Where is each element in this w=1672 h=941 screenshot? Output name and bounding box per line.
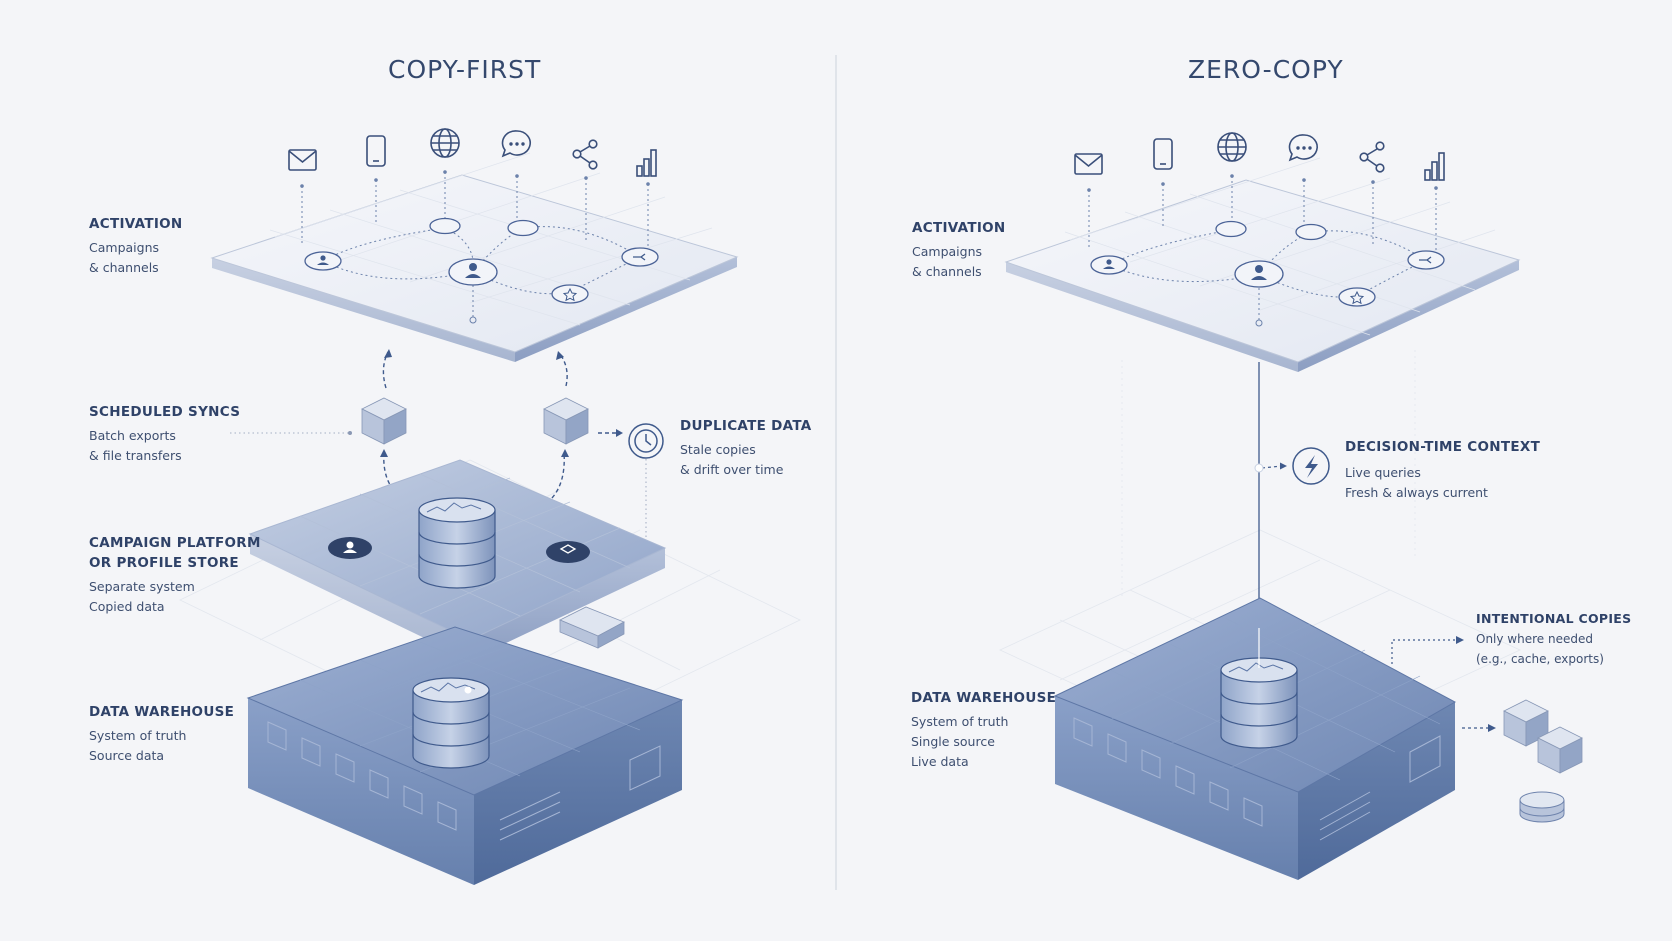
- left-syncs-line1: Batch exports: [89, 428, 176, 443]
- right-live-query-line: [1254, 362, 1330, 632]
- left-node-group: [429, 217, 461, 235]
- left-syncs-heading: SCHEDULED SYNCS: [89, 404, 241, 420]
- left-syncs-label: SCHEDULED SYNCS Batch exports & file tra…: [89, 402, 240, 466]
- right-warehouse-label: DATA WAREHOUSE System of truth Single so…: [911, 688, 1056, 772]
- right-activation-line1: Campaigns: [912, 244, 983, 259]
- right-channel-icons: [1074, 132, 1445, 181]
- right-activation-heading: ACTIVATION: [912, 220, 1006, 236]
- right-node-star: [1338, 287, 1376, 307]
- left-warehouse-line2: Source data: [89, 748, 165, 763]
- left-node-route: [507, 219, 539, 237]
- email-icon: [288, 149, 317, 171]
- left-campaign-heading1: CAMPAIGN PLATFORM: [89, 535, 261, 551]
- bar-chart-icon: [636, 149, 657, 177]
- right-activation-slab: [1004, 157, 1521, 372]
- left-campaign-line1: Separate system: [89, 579, 195, 594]
- left-warehouse-line1: System of truth: [89, 728, 187, 743]
- left-duplicate-line1: Stale copies: [680, 442, 756, 457]
- left-duplicate-heading: DUPLICATE DATA: [680, 418, 812, 434]
- left-syncs-line2: & file transfers: [89, 448, 182, 463]
- right-node-group: [1215, 220, 1247, 238]
- left-node-user: [304, 251, 342, 271]
- right-activation-label: ACTIVATION Campaigns & channels: [912, 218, 1006, 282]
- right-node-user: [1090, 255, 1128, 275]
- right-title: ZERO-COPY: [1188, 55, 1344, 84]
- clock-icon: [628, 423, 664, 459]
- right-warehouse-line2: Single source: [911, 734, 995, 749]
- right-decision-heading: DECISION-TIME CONTEXT: [1345, 439, 1541, 455]
- right-decision-line1: Live queries: [1345, 465, 1421, 480]
- right-intentional-line1: Only where needed: [1476, 632, 1593, 646]
- right-decision-line2: Fresh & always current: [1345, 485, 1488, 500]
- left-activation-line2: & channels: [89, 260, 159, 275]
- right-warehouse-line3: Live data: [911, 754, 969, 769]
- lightning-icon: [1292, 447, 1330, 485]
- globe-icon: [430, 128, 460, 158]
- left-activation-line1: Campaigns: [89, 240, 160, 255]
- left-title: COPY-FIRST: [388, 55, 542, 84]
- left-campaign-label: CAMPAIGN PLATFORM OR PROFILE STORE Separ…: [89, 533, 261, 617]
- right-intentional-copies: [1391, 636, 1583, 823]
- left-warehouse-label: DATA WAREHOUSE System of truth Source da…: [89, 702, 234, 766]
- left-duplicate-label: DUPLICATE DATA Stale copies & drift over…: [680, 416, 812, 480]
- right-activation-line2: & channels: [912, 264, 982, 279]
- globe-icon: [1217, 132, 1247, 162]
- left-channel-icons: [288, 128, 657, 177]
- left-duplicate-line2: & drift over time: [680, 462, 784, 477]
- right-warehouse-line1: System of truth: [911, 714, 1009, 729]
- left-campaign-heading2: OR PROFILE STORE: [89, 555, 239, 571]
- mobile-icon: [1153, 138, 1173, 170]
- cache-disk: [1519, 791, 1565, 823]
- right-decision-label: DECISION-TIME CONTEXT Live queries Fresh…: [1345, 437, 1540, 503]
- left-warehouse-heading: DATA WAREHOUSE: [89, 704, 235, 720]
- right-intentional-line2: (e.g., cache, exports): [1476, 652, 1604, 666]
- right-node-route: [1295, 223, 1327, 241]
- right-intentional-heading: INTENTIONAL COPIES: [1476, 611, 1632, 626]
- share-icon: [572, 139, 598, 170]
- right-intentional-label: INTENTIONAL COPIES Only where needed (e.…: [1476, 609, 1631, 669]
- left-campaign-line2: Copied data: [89, 599, 165, 614]
- left-node-hub: [448, 258, 498, 286]
- share-icon: [1359, 141, 1385, 173]
- left-sync-flows: [230, 349, 664, 550]
- left-activation-heading: ACTIVATION: [89, 216, 183, 232]
- left-data-warehouse: [246, 626, 684, 885]
- right-node-hub: [1234, 260, 1284, 288]
- right-warehouse-heading: DATA WAREHOUSE: [911, 690, 1057, 706]
- bar-chart-icon: [1424, 152, 1445, 181]
- left-node-star: [551, 284, 589, 304]
- email-icon: [1074, 153, 1103, 175]
- left-activation-slab: [210, 152, 739, 362]
- chat-icon: [501, 130, 531, 158]
- mobile-icon: [366, 135, 386, 167]
- right-data-warehouse: [1053, 597, 1457, 880]
- chat-icon: [1288, 134, 1318, 162]
- left-activation-label: ACTIVATION Campaigns & channels: [89, 214, 183, 278]
